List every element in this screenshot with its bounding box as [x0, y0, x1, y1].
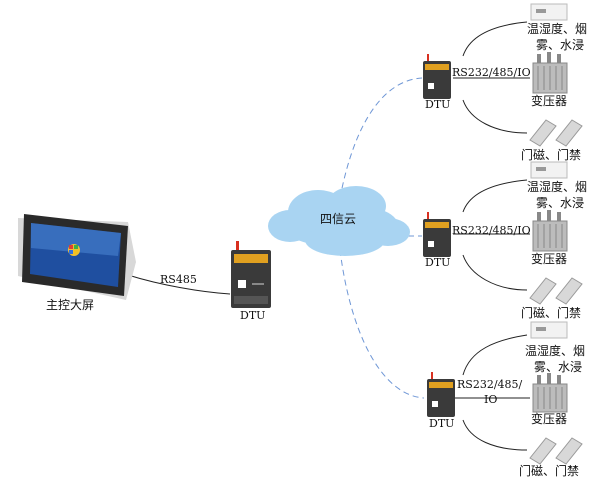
- cloud-icon: [268, 186, 410, 256]
- branch3-door-link: [462, 419, 528, 451]
- branch2-protocol-label: RS232/485/IO: [452, 224, 531, 237]
- dtu-device-icon: [423, 54, 451, 99]
- branch1-transformer-label: 变压器: [531, 94, 568, 108]
- rs485-link: [127, 274, 231, 295]
- rs485-label: RS485: [160, 273, 197, 286]
- branch1-protocol-label: RS232/485/IO: [452, 66, 531, 79]
- branch3-protocol-line1: RS232/485/: [457, 378, 523, 391]
- cloud-to-dtu3-link: [339, 249, 425, 399]
- connection-lines: [127, 21, 530, 451]
- branch2-door-link: [462, 254, 528, 291]
- branch1-sensors-line1: 温湿度、烟: [527, 22, 588, 36]
- sensor-box-icon: [530, 321, 568, 339]
- dtu-device-icon: [423, 212, 451, 257]
- transformer-icon: [532, 52, 568, 94]
- branch3-sensors-line2: 雾、水浸: [534, 360, 583, 374]
- branch3-sensor-link: [462, 334, 528, 376]
- branch3-door-label: 门磁、门禁: [519, 464, 580, 478]
- branch1-door-label: 门磁、门禁: [521, 148, 582, 162]
- cloud-to-dtu1-link: [339, 77, 423, 199]
- transformer-icon: [532, 210, 568, 252]
- branch1-sensors-line2: 雾、水浸: [536, 38, 585, 52]
- branch2-sensors-line1: 温湿度、烟: [527, 180, 588, 194]
- branch3-protocol-line2: IO: [484, 393, 498, 406]
- door-sensor-icon: [529, 277, 583, 305]
- branch3-transformer-label: 变压器: [531, 412, 568, 426]
- door-sensor-icon: [529, 437, 583, 465]
- main-screen-label: 主控大屏: [46, 298, 95, 312]
- tablet-icon: [18, 214, 136, 300]
- branch1-sensor-link: [462, 21, 528, 57]
- branch3-sensors-line1: 温湿度、烟: [525, 344, 586, 358]
- sensor-box-icon: [530, 161, 568, 179]
- cloud-label: 四信云: [320, 212, 357, 226]
- dtu-device-icon: [427, 372, 455, 417]
- branch1-door-link: [462, 99, 528, 134]
- cloud-links: [339, 77, 425, 399]
- branch2-sensor-link: [462, 179, 528, 213]
- branch2-dtu-label: DTU: [425, 256, 451, 269]
- branch1-dtu-label: DTU: [425, 98, 451, 111]
- center-dtu-label: DTU: [240, 309, 266, 322]
- branch2-door-label: 门磁、门禁: [521, 306, 582, 320]
- branch2-sensors-line2: 雾、水浸: [536, 196, 585, 210]
- transformer-icon: [532, 373, 568, 413]
- sensor-box-icon: [530, 3, 568, 21]
- dtu-device-icon: [231, 241, 271, 308]
- door-sensor-icon: [529, 119, 583, 147]
- branch3-dtu-label: DTU: [429, 417, 455, 430]
- branch2-transformer-label: 变压器: [531, 252, 568, 266]
